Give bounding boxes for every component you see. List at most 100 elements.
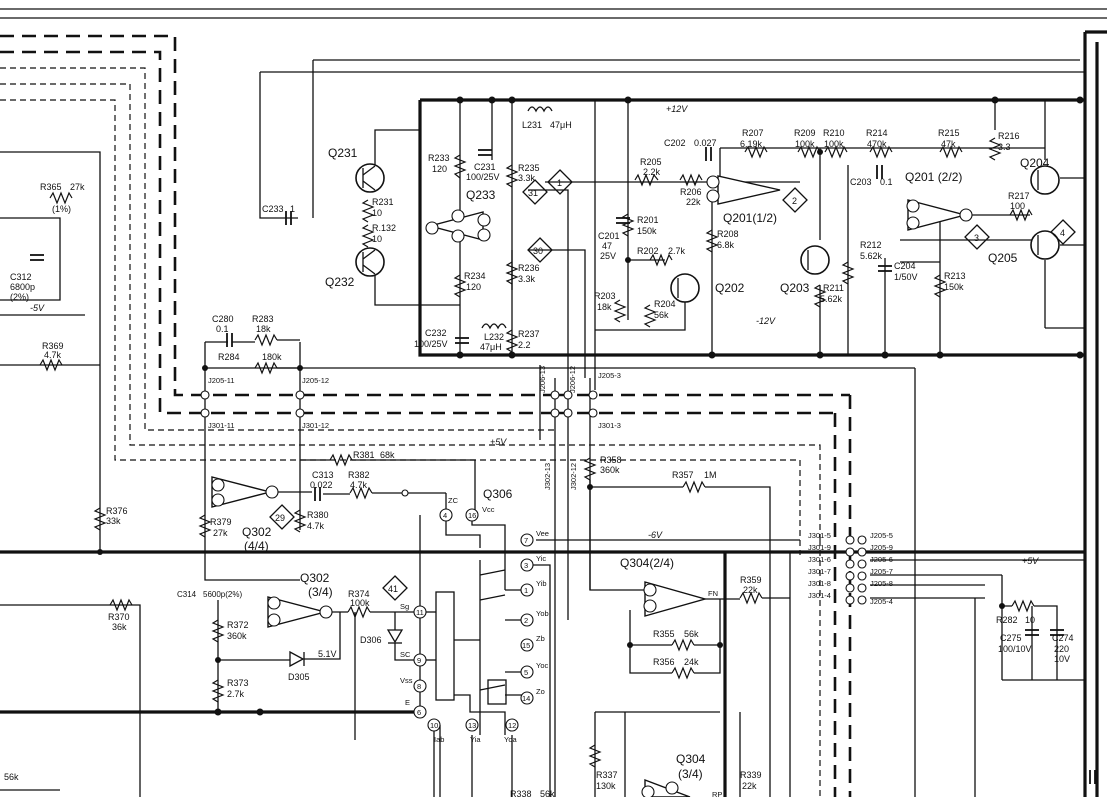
label-c201: C201	[598, 231, 620, 241]
value-r381: 68k	[380, 450, 395, 460]
value-r282: 10	[1025, 615, 1035, 625]
value-c203: 0.1	[880, 177, 893, 187]
label-c233: C233	[262, 204, 284, 214]
value-r337: 130k	[596, 781, 616, 791]
q306-pin-num: 7	[524, 536, 528, 545]
q306-pin-num: 13	[468, 721, 476, 730]
label-r203: R203	[594, 291, 616, 301]
label-tp30: 30	[533, 246, 543, 256]
value-r233: 120	[432, 164, 447, 174]
q304b-pin-rp: RP	[712, 790, 722, 797]
value-l231: 47μH	[550, 120, 572, 130]
value-r213: 150k	[944, 282, 964, 292]
label-r373: R373	[227, 678, 249, 688]
value-r379: 27k	[213, 528, 228, 538]
value-r357: 1M	[704, 470, 717, 480]
value-r211: 5.62k	[820, 294, 843, 304]
labels: Q231 Q232 Q202 Q203 Q204 Q205 Q233 Q201(…	[4, 104, 1074, 797]
value-r216: 3.3	[998, 142, 1011, 152]
label-q302a: Q302	[242, 525, 272, 539]
label-r337: R337	[596, 770, 618, 780]
value-c314: 5600p(2%)	[203, 590, 242, 599]
q306-pin-num: 5	[524, 668, 528, 677]
value-r132: 10	[372, 234, 382, 244]
label-j205-8: J205-8	[870, 579, 893, 588]
q306-pin-num: 15	[522, 641, 530, 650]
value-r212: 5.62k	[860, 251, 883, 261]
inductor-symbols	[481, 106, 553, 330]
value-r283: 18k	[256, 324, 271, 334]
value-r234: 120	[466, 282, 481, 292]
resistor-symbols	[39, 137, 1035, 768]
q306-pin-num: 16	[468, 511, 476, 520]
label-q233: Q233	[466, 188, 496, 202]
label-q302b-part: (3/4)	[308, 585, 333, 599]
label-r358: R358	[600, 455, 622, 465]
q306-pin-num: 6	[417, 708, 421, 717]
label-r208: R208	[717, 229, 739, 239]
opamp-q304a	[644, 581, 708, 617]
transistor-q205	[1030, 230, 1060, 260]
label-j301-6: J301-6	[808, 555, 831, 564]
label-j205-7: J205-7	[870, 567, 893, 576]
ic-q306	[419, 515, 527, 735]
label-tp2: 2	[792, 196, 797, 206]
value-c233: 1	[290, 204, 295, 214]
label-c204: C204	[894, 261, 916, 271]
value-r204: 56k	[654, 310, 669, 320]
value-c313: 0.022	[310, 480, 333, 490]
q306-pin-yoc: Yoc	[536, 661, 548, 670]
value-r382: 4.7k	[350, 480, 368, 490]
label-r233: R233	[428, 153, 450, 163]
label-plus5v-top: +5V	[490, 437, 507, 447]
ic-pin-circles	[211, 175, 973, 797]
label-c274: C274	[1052, 633, 1074, 643]
label-partial-56k: 56k	[4, 772, 19, 782]
label-q201a: Q201(1/2)	[723, 211, 777, 225]
value-c232: 100/25V	[414, 339, 448, 349]
value-c202: 0.027	[694, 138, 717, 148]
left-wiring	[0, 151, 1085, 797]
q306-pin-iab: Iab	[434, 735, 444, 744]
value-r338: 56k	[540, 789, 555, 797]
label-j205-6: J205-6	[870, 555, 893, 564]
label-r338: R338	[510, 789, 532, 797]
transistor-q204	[1030, 165, 1060, 195]
label-j301-9: J301-9	[808, 543, 831, 552]
value-r236: 3.3k	[518, 274, 536, 284]
value-c274-voltage: 10V	[1054, 654, 1070, 664]
transistor-q231	[355, 163, 385, 193]
q306-pin-vss: Vss	[400, 676, 413, 685]
label-q202: Q202	[715, 281, 745, 295]
label-r216: R216	[998, 131, 1020, 141]
value-c280: 0.1	[216, 324, 229, 334]
label-r209: R209	[794, 128, 816, 138]
q306-pin-yib: Yib	[536, 579, 547, 588]
label-q304b: Q304	[676, 752, 706, 766]
q306-pin-yic: Yic	[536, 554, 546, 563]
label-r211: R211	[823, 283, 844, 293]
label-d306: D306	[360, 635, 382, 645]
value-d305: 5.1V	[318, 649, 337, 659]
label-r234: R234	[464, 271, 486, 281]
label-r213: R213	[944, 271, 966, 281]
value-r206: 22k	[686, 197, 701, 207]
q306-pin-num: 4	[443, 511, 447, 520]
label-c275: C275	[1000, 633, 1022, 643]
label-r202: R202	[637, 246, 659, 256]
label-r380: R380	[307, 510, 329, 520]
value-r217: 100	[1010, 201, 1025, 211]
label-j206-12: J206-12	[568, 366, 577, 393]
label-q304a: Q304(2/4)	[620, 556, 674, 570]
label-c312: C312	[10, 272, 32, 282]
value-r209: 100k	[795, 139, 815, 149]
label-j205-4: J205-4	[870, 597, 893, 606]
value-c231: 100/25V	[466, 172, 500, 182]
label-c280: C280	[212, 314, 234, 324]
capacitor-symbols	[30, 147, 1096, 784]
label-j205-5: J205-5	[870, 531, 893, 540]
label-q302a-part: (4/4)	[244, 539, 269, 553]
label-r282: R282	[996, 615, 1018, 625]
q304-pin-fn: FN	[708, 589, 718, 598]
